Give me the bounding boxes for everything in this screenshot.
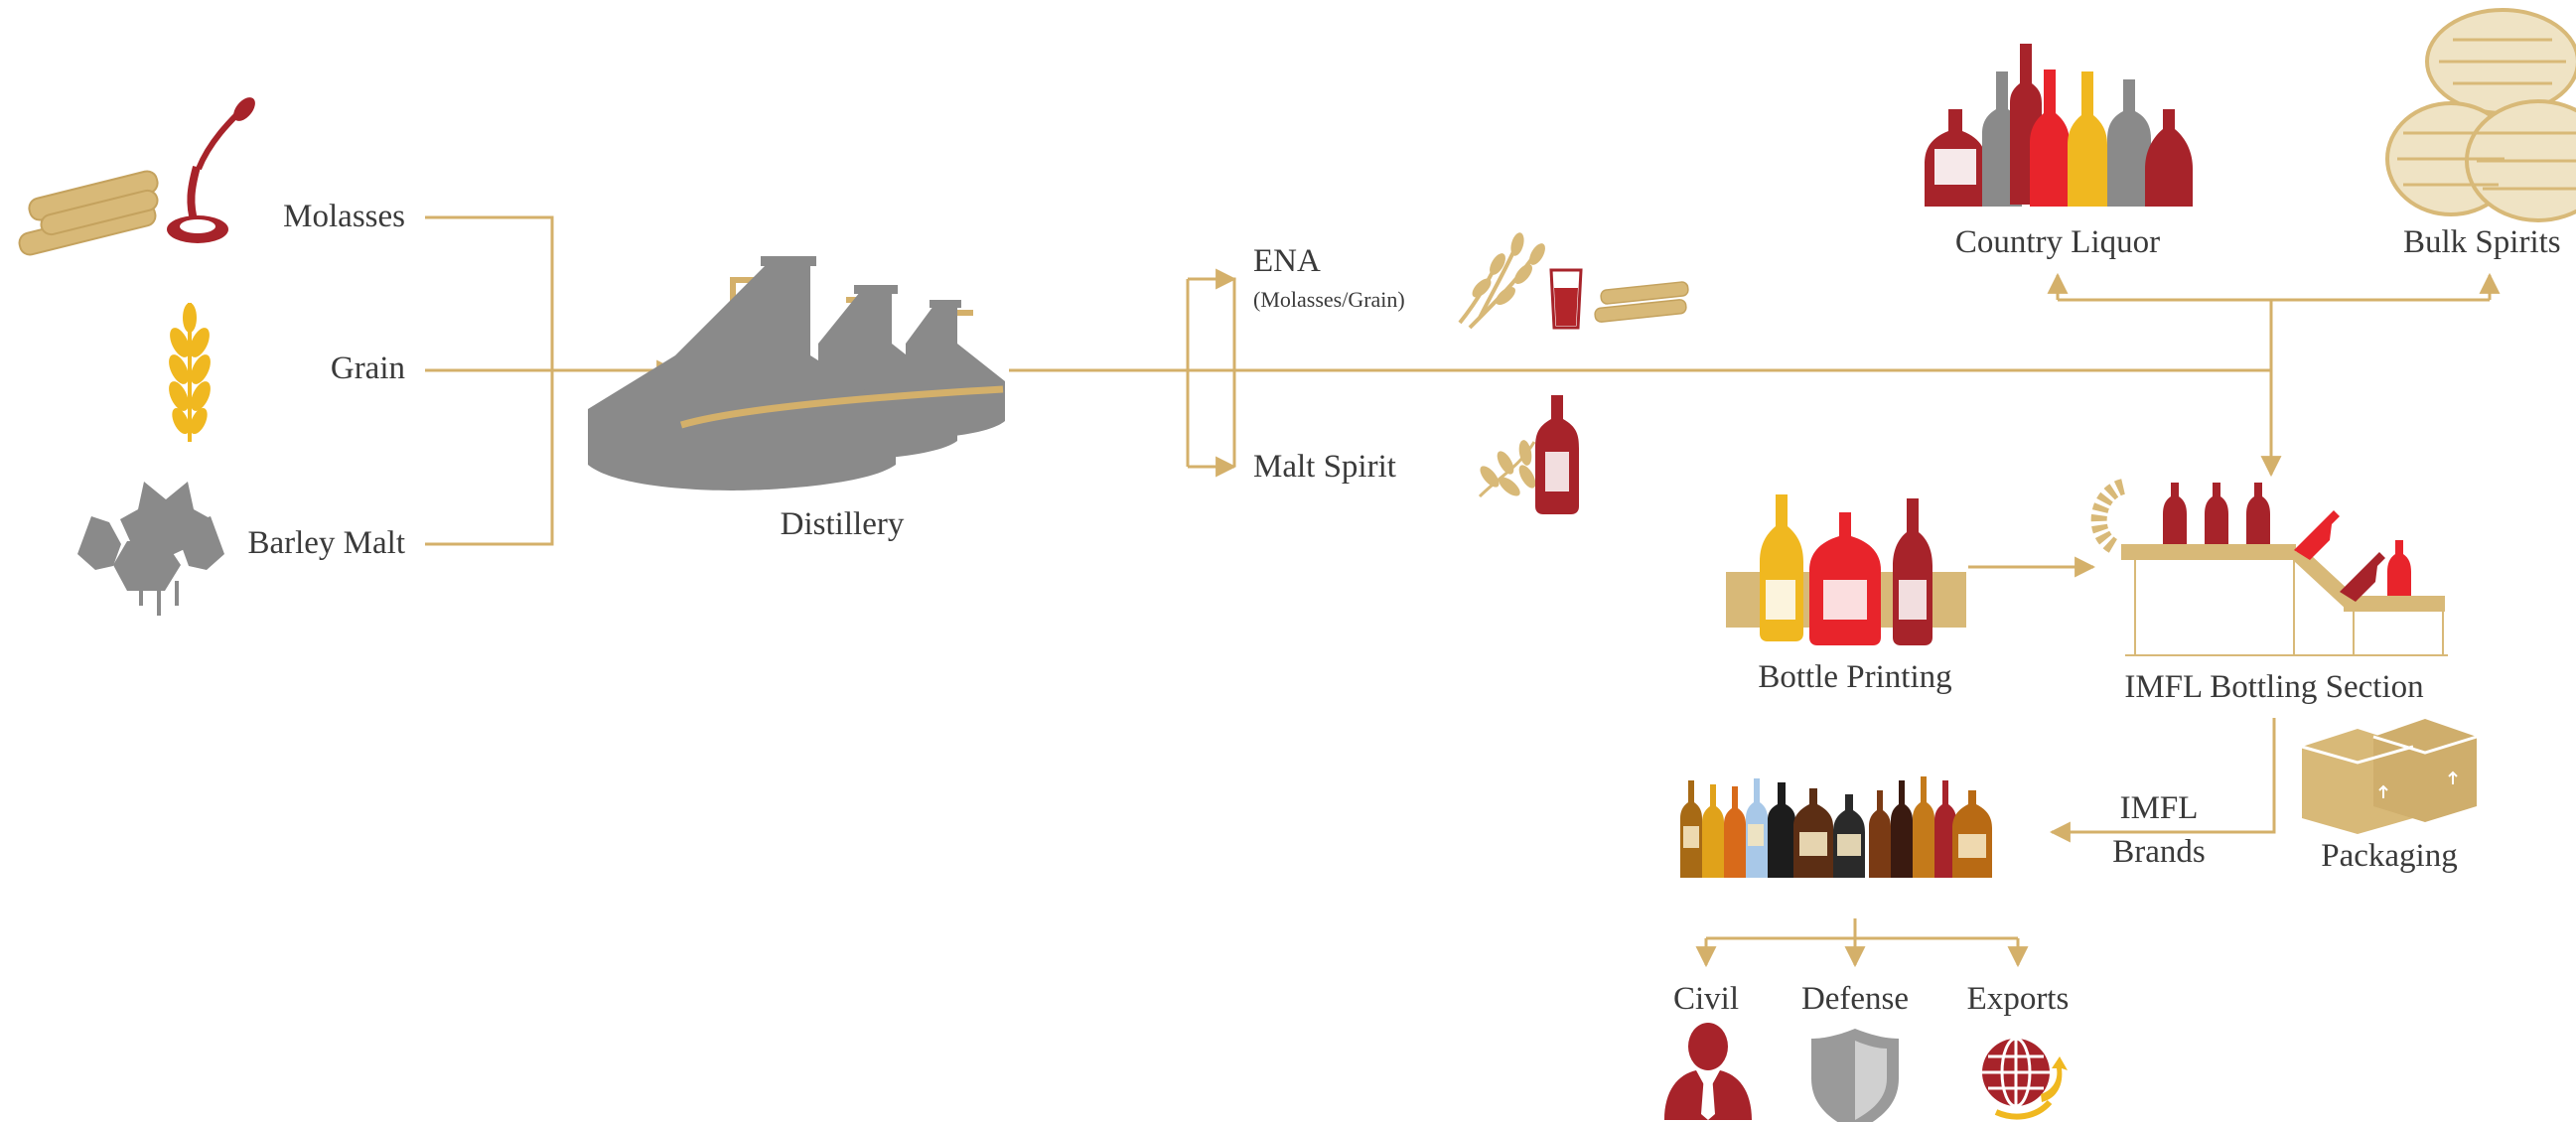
sugarcane-icon	[18, 170, 159, 256]
label-ena-source: (Molasses/Grain)	[1253, 287, 1405, 312]
wheat-bottle-icon	[1478, 395, 1579, 514]
liquor-bottles-icon	[1925, 44, 2193, 207]
shield-icon	[1811, 1029, 1899, 1122]
wheat-icon	[169, 303, 211, 442]
hops-icon	[77, 482, 224, 616]
label-ena: ENA	[1253, 243, 1321, 279]
label-imfl-brands-line1: IMFL	[2119, 790, 2199, 826]
label-imfl-bottling-section: IMFL Bottling Section	[2124, 669, 2424, 705]
wheat-glass-sugarcane-icon	[1458, 232, 1689, 330]
printed-bottles-icon	[1726, 494, 1966, 645]
label-exports: Exports	[1966, 981, 2070, 1017]
label-distillery: Distillery	[780, 506, 905, 542]
label-packaging: Packaging	[2321, 838, 2458, 874]
globe-icon	[1982, 1037, 2068, 1120]
label-malt-spirit: Malt Spirit	[1253, 449, 1396, 485]
connector-top-fork	[2058, 298, 2490, 370]
label-imfl-brands-line2: Brands	[2112, 834, 2206, 870]
label-bulk-spirits: Bulk Spirits	[2403, 224, 2561, 260]
label-molasses: Molasses	[283, 199, 405, 234]
businessman-icon	[1664, 1023, 1752, 1120]
label-civil: Civil	[1672, 981, 1740, 1017]
label-bottle-printing: Bottle Printing	[1758, 659, 1952, 695]
boxes-icon	[2301, 719, 2478, 834]
distillery-tanks-icon	[588, 256, 1005, 491]
label-barley-malt: Barley Malt	[247, 525, 405, 561]
connector-bottling-to-brands	[2049, 718, 2276, 843]
connector-lines	[425, 215, 2501, 968]
connector-distillery-main	[1009, 368, 2282, 478]
label-grain: Grain	[330, 351, 405, 386]
connector-brands-to-channels	[1706, 918, 2018, 940]
connector-molasses	[425, 215, 554, 546]
molasses-spoon-icon	[167, 97, 255, 243]
connector-ena-branch	[1232, 277, 1236, 467]
brand-bottles-icon	[1680, 776, 1992, 878]
barrels-icon	[2385, 8, 2576, 222]
label-country-liquor: Country Liquor	[1954, 224, 2161, 260]
bottling-conveyor-icon	[2090, 479, 2448, 656]
label-defense: Defense	[1800, 981, 1910, 1017]
